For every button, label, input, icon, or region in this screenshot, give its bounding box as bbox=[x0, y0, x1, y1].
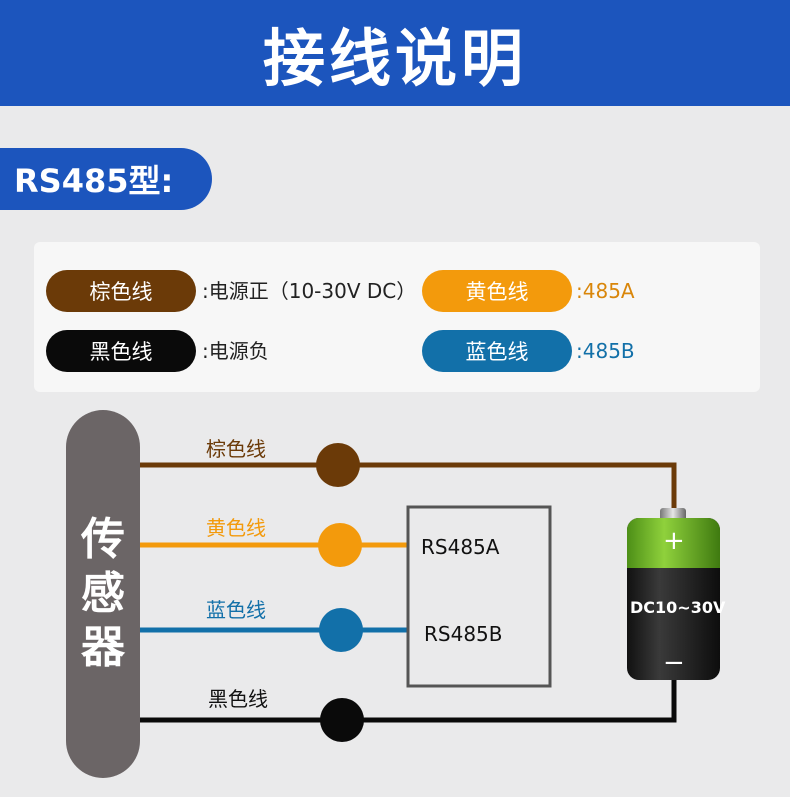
blue-wire-label: 蓝色线 bbox=[206, 598, 266, 622]
legend-desc-brown: :电源正（10-30V DC） bbox=[202, 279, 417, 303]
sensor-char-2: 感 bbox=[81, 568, 125, 619]
legend-pill-blue: 蓝色线 bbox=[422, 330, 572, 372]
rs485-module bbox=[406, 505, 552, 688]
battery bbox=[627, 508, 720, 680]
section-label-text: RS485型: bbox=[14, 162, 174, 200]
legend-pill-yellow: 黄色线 bbox=[422, 270, 572, 312]
black-wire-node bbox=[320, 698, 364, 742]
port-rs485a: RS485A bbox=[421, 535, 500, 559]
legend-pill-brown: 棕色线 bbox=[46, 270, 196, 312]
blue-wire-node bbox=[319, 608, 363, 652]
brown-wire-label: 棕色线 bbox=[206, 437, 266, 461]
section-label: RS485型: bbox=[0, 148, 212, 210]
brown-wire-node bbox=[316, 443, 360, 487]
battery-plus-sign: + bbox=[663, 526, 685, 556]
wire-color-legend: 棕色线 :电源正（10-30V DC） 黄色线 :485A 黑色线 :电源负 蓝… bbox=[34, 242, 760, 392]
black-wire-label: 黑色线 bbox=[208, 687, 268, 711]
port-rs485b: RS485B bbox=[424, 622, 503, 646]
sensor-bar: 传 感 器 bbox=[66, 410, 140, 778]
black-wire bbox=[140, 680, 677, 723]
legend-pill-black: 黑色线 bbox=[46, 330, 196, 372]
legend-desc-blue: :485B bbox=[576, 339, 635, 363]
sensor-char-3: 器 bbox=[81, 622, 125, 673]
battery-voltage-label: DC10~30V bbox=[630, 598, 726, 617]
legend-desc-black: :电源负 bbox=[202, 339, 269, 363]
yellow-wire-node bbox=[318, 523, 362, 567]
sensor-char-1: 传 bbox=[81, 514, 125, 565]
page-title: 接线说明 bbox=[262, 22, 527, 95]
yellow-wire-label: 黄色线 bbox=[206, 516, 266, 540]
legend-desc-yellow: :485A bbox=[576, 279, 635, 303]
header-banner: 接线说明 bbox=[0, 0, 790, 106]
battery-minus-sign: − bbox=[663, 648, 685, 678]
